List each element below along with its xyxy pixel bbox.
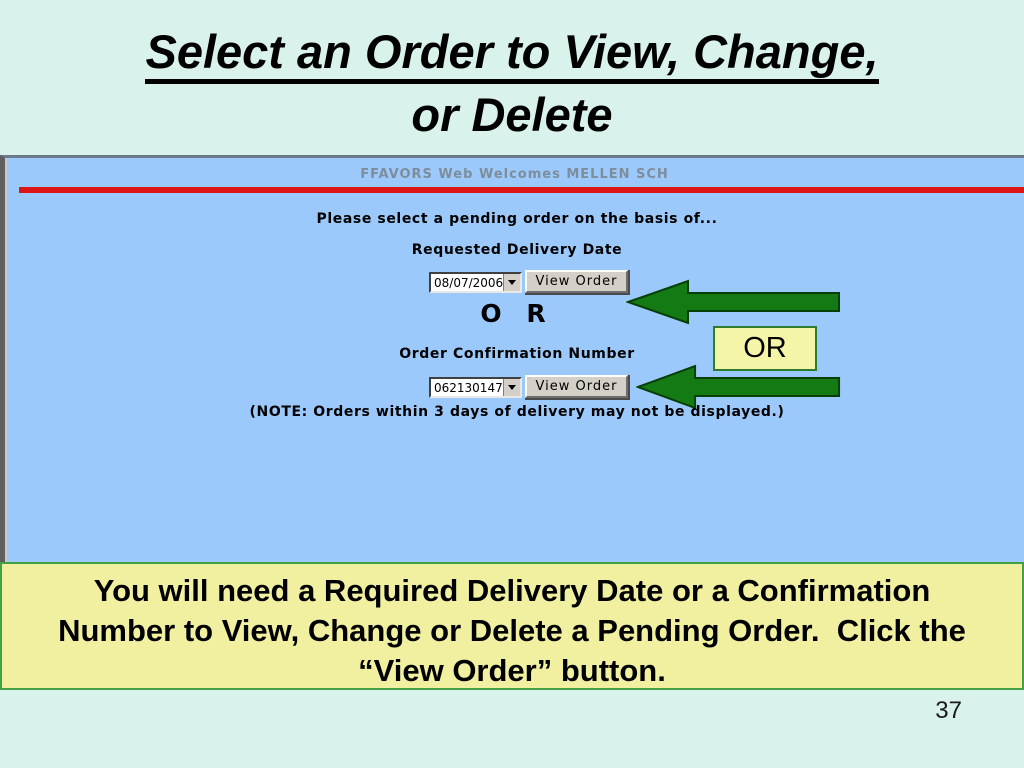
delivery-date-dropdown[interactable]: 08/07/2006: [429, 272, 522, 293]
welcome-banner: FFAVORS Web Welcomes MELLEN SCH: [360, 167, 669, 182]
delivery-date-label: Requested Delivery Date: [411, 242, 623, 258]
select-order-prompt: Please select a pending order on the bas…: [316, 211, 718, 227]
or-separator: O R: [480, 299, 554, 328]
instruction-line: Number to View, Change or Delete a Pendi…: [58, 613, 966, 648]
view-order-button-confirmation[interactable]: View Order: [525, 375, 628, 398]
ffavors-screenshot-panel: FFAVORS Web Welcomes MELLEN SCH Please s…: [0, 155, 1024, 563]
left-arrow-icon: [626, 279, 840, 325]
left-arrow-icon: [636, 364, 841, 410]
view-order-button-date[interactable]: View Order: [525, 270, 628, 293]
slide-title-line2: or Delete: [411, 88, 613, 141]
chevron-down-icon[interactable]: [503, 274, 520, 291]
or-callout-label: OR: [743, 332, 787, 364]
slide-title: Select an Order to View, Change, or Dele…: [0, 20, 1024, 146]
delivery-date-value: 08/07/2006: [434, 275, 504, 290]
delivery-note: (NOTE: Orders within 3 days of delivery …: [249, 404, 785, 420]
red-divider: [19, 187, 1024, 193]
or-callout-box: OR: [713, 326, 817, 371]
instruction-line: You will need a Required Delivery Date o…: [93, 573, 931, 608]
confirmation-number-dropdown[interactable]: 062130147: [429, 377, 522, 398]
chevron-down-icon[interactable]: [503, 379, 520, 396]
instruction-box: You will need a Required Delivery Date o…: [0, 562, 1024, 690]
confirmation-number-value: 062130147: [434, 380, 503, 395]
slide-title-line1: Select an Order to View, Change,: [145, 25, 879, 84]
page-number: 37: [935, 697, 962, 724]
instruction-line: “View Order” button.: [358, 653, 666, 688]
confirmation-number-label: Order Confirmation Number: [399, 346, 635, 362]
